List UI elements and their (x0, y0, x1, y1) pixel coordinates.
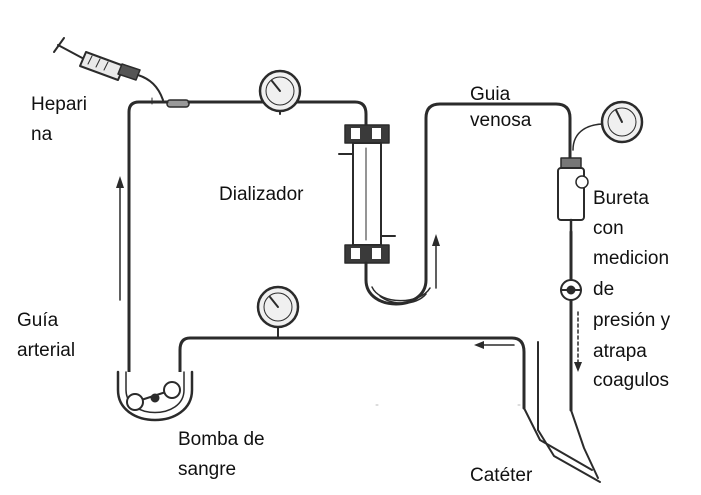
heparin-port (166, 99, 190, 108)
dialyzer-icon (338, 124, 396, 264)
burette-label-line: coagulos (593, 370, 670, 391)
venous-guide-label-line1: Guia (470, 84, 511, 105)
venous-gauge-tube (572, 123, 605, 151)
catheter-icon (523, 407, 601, 483)
blood-pump-label-line1: Bomba de (178, 429, 265, 450)
dialyzer-label: Dializador (219, 184, 304, 205)
clamp-icon (560, 279, 582, 301)
arterial-line-to-dialyzer (187, 100, 368, 130)
burette-label-line: Bureta (593, 188, 649, 209)
pressure-gauge-icon (258, 69, 302, 113)
heparin-label-line2: na (31, 124, 53, 145)
heparin-label-line1: Hepari (31, 94, 87, 115)
drip-chamber-icon (557, 157, 589, 234)
burette-label-line: presión y (593, 310, 671, 331)
arterial-access-line (178, 336, 526, 410)
arterial-guide-label-line1: Guía (17, 310, 59, 331)
pressure-gauge-icon (256, 285, 300, 329)
burette-label-line: medicion (593, 248, 670, 269)
venous-guide-label-line2: venosa (470, 110, 532, 131)
burette-label-line: con (593, 218, 624, 239)
arterial-guide-label-line2: arterial (17, 340, 76, 361)
pressure-gauge-icon (600, 100, 644, 144)
venous-line (364, 102, 572, 306)
flow-arrow-icon (116, 176, 124, 301)
syringe-icon (53, 37, 164, 105)
pump-icon (116, 370, 194, 422)
flow-arrow-icon (574, 362, 582, 372)
catheter-label: Catéter (470, 465, 533, 486)
blood-pump-label-line2: sangre (178, 459, 237, 480)
flow-arrow-icon (474, 341, 484, 349)
flow-arrow-icon (379, 293, 427, 304)
arterial-line (127, 100, 169, 392)
flow-arrow-icon (432, 234, 440, 289)
burette-label-line: atrapa (593, 341, 647, 362)
burette-label-line: de (593, 279, 615, 300)
